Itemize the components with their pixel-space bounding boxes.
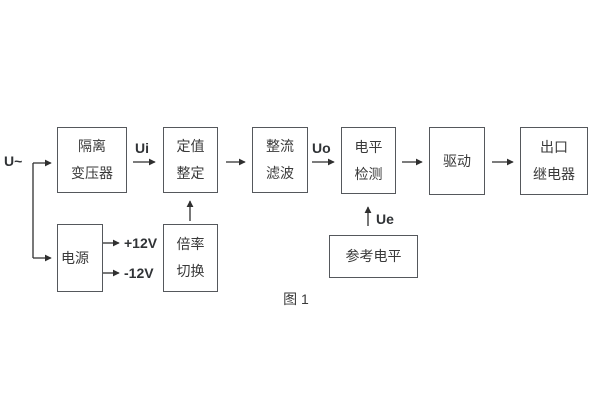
label-uo: Uo xyxy=(312,140,331,156)
block-label: 继电器 xyxy=(533,166,575,182)
label-minus-12v: -12V xyxy=(124,265,154,281)
block-rectifier-filter: 整流 滤波 xyxy=(252,127,308,193)
block-label: 切换 xyxy=(176,263,205,279)
block-label: 出口 xyxy=(540,139,568,155)
block-label: 驱动 xyxy=(443,152,471,169)
connector-input-branch xyxy=(32,159,52,262)
label-plus-12v: +12V xyxy=(124,235,158,251)
block-label: 整定 xyxy=(176,165,205,181)
block-power-supply: 电源 xyxy=(57,224,103,292)
block-ratio-switch: 倍率 切换 xyxy=(163,224,218,292)
block-label: 变压器 xyxy=(71,165,113,181)
block-label: 隔离 xyxy=(78,138,106,154)
block-value-setting: 定值 整定 xyxy=(163,127,218,193)
block-label: 整流 xyxy=(266,138,294,154)
figure-caption: 图 1 xyxy=(283,291,309,307)
block-label: 定值 xyxy=(176,138,205,154)
block-label: 倍率 xyxy=(176,236,205,252)
block-label: 检测 xyxy=(354,165,383,182)
block-label: 参考电平 xyxy=(345,248,402,264)
block-drive: 驱动 xyxy=(429,127,485,195)
block-label: 电平 xyxy=(354,138,383,155)
block-level-detection: 电平 检测 xyxy=(341,127,396,194)
label-ue: Ue xyxy=(376,211,394,227)
block-output-relay: 出口 继电器 xyxy=(520,127,588,195)
block-reference-level: 参考电平 xyxy=(329,235,418,278)
block-label: 滤波 xyxy=(266,165,294,181)
block-isolation-transformer: 隔离 变压器 xyxy=(57,127,127,193)
label-ui: Ui xyxy=(135,140,149,156)
label-input-voltage: U~ xyxy=(4,153,23,169)
block-label: 电源 xyxy=(61,249,89,266)
